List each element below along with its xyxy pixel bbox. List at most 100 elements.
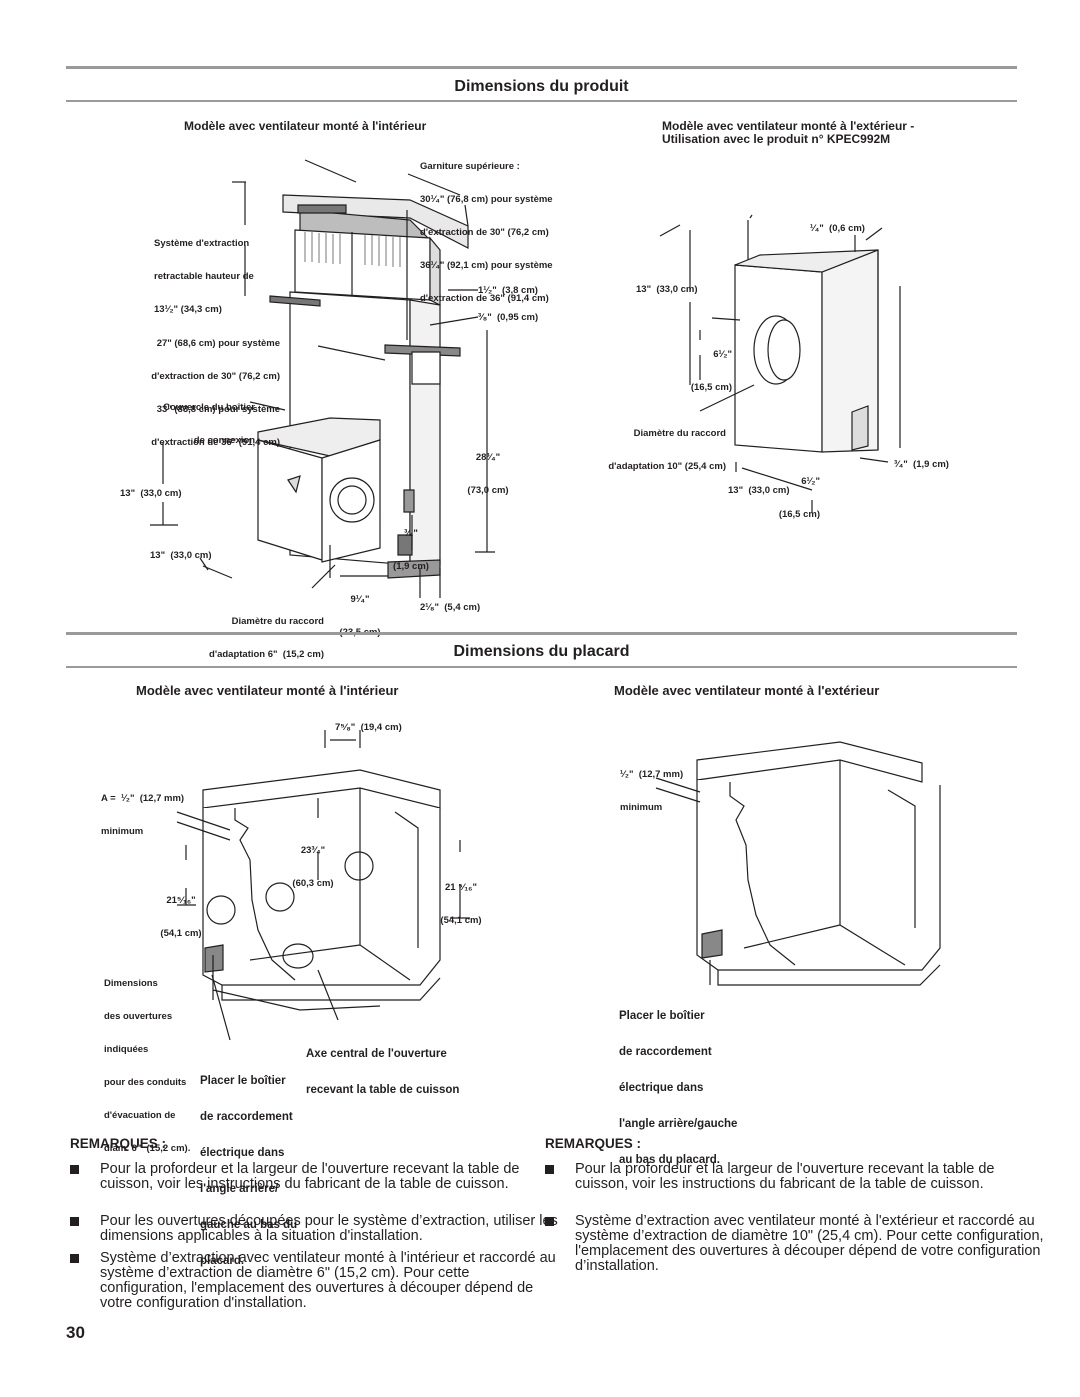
- dim-23-line-2: (60,3 cm): [292, 878, 334, 889]
- openings-line-1: Dimensions: [104, 978, 158, 989]
- dim-21-left-label: 21⁵⁄₁₆" (54,1 cm): [150, 873, 212, 950]
- h27-line-2: d'extraction de 30" (76,2 cm): [151, 371, 280, 382]
- couvercle-line-2: de connexion: [193, 435, 255, 446]
- r-min-line-2: minimum: [620, 802, 663, 813]
- left-cabinet-drawing: [177, 730, 470, 1040]
- axe-line-2: recevant la table de cuisson: [306, 1084, 460, 1096]
- placer-right-line-4: l'angle arrière/gauche: [619, 1118, 738, 1130]
- garniture-line-2: 30¹⁄₄" (76,8 cm) pour système: [420, 194, 553, 205]
- cabinet-dimensions-title: Dimensions du placard: [453, 643, 630, 660]
- dim-9-line-1: 9¹⁄₄": [350, 594, 370, 605]
- garniture-line-4: 36¹⁄₄" (92,1 cm) pour système: [420, 260, 553, 271]
- r-dim-65a-label: 6¹⁄₂" (16,5 cm): [660, 327, 732, 404]
- placer-left-line-5: gauche au bas du: [200, 1219, 298, 1231]
- placer-left-line-6: placard.: [200, 1255, 245, 1267]
- a-min-label: A = ¹⁄₂" (12,7 mm) minimum: [101, 771, 184, 848]
- bullet-square-icon: [70, 1254, 79, 1263]
- diam-6-label: Diamètre du raccord d'adaptation 6" (15,…: [160, 594, 324, 671]
- placer-right-label: Placer le boîtier de raccordement électr…: [619, 986, 737, 1178]
- openings-note-label: Dimensions des ouvertures indiquées pour…: [104, 956, 190, 1165]
- remark-right-1: Pour la profordeur et la largeur de l'ou…: [545, 1162, 1045, 1192]
- placer-right-line-5: au bas du placard.: [619, 1154, 720, 1166]
- dim-23-label: 23³⁄₄" (60,3 cm): [283, 823, 343, 900]
- r-dim-13a-label: 13" (33,0 cm): [636, 284, 698, 295]
- remark-left-2-text: Pour les ouvertures découpées pour le sy…: [100, 1213, 558, 1244]
- r-dim-65a-line-1: 6¹⁄₂": [713, 349, 732, 360]
- r-dim-65a-line-2: (16,5 cm): [690, 382, 732, 393]
- remark-right-1-text: Pour la profordeur et la largeur de l'ou…: [575, 1161, 995, 1192]
- couvercle-line-1: Couvercle du boîtier: [163, 402, 255, 413]
- diam-6-line-2: d'adaptation 6" (15,2 cm): [209, 649, 324, 660]
- dim-21-right-line-2: (54,1 cm): [440, 915, 482, 926]
- placer-right-line-3: électrique dans: [619, 1082, 704, 1094]
- openings-line-6: diam. 6" (15,2 cm).: [104, 1143, 191, 1154]
- systeme-line-2: retractable hauteur de: [154, 271, 254, 282]
- dim-21-right-line-1: 21 ⁵⁄₁₆": [444, 882, 477, 893]
- dim-28-line-2: (73,0 cm): [467, 485, 509, 496]
- product-right-heading-1: Modèle avec ventilateur monté à l'extéri…: [662, 119, 915, 133]
- placer-right-line-1: Placer le boîtier: [619, 1010, 705, 1022]
- product-dimensions-title: Dimensions du produit: [454, 78, 629, 95]
- bullet-square-icon: [70, 1217, 79, 1226]
- r-diam-10-label: Diamètre du raccord d'adaptation 10" (25…: [560, 406, 726, 483]
- cabinet-left-heading: Modèle avec ventilateur monté à l'intéri…: [136, 683, 399, 698]
- w-7-58-label: 7⁵⁄₈" (19,4 cm): [335, 722, 402, 733]
- systeme-extraction-label: Système d'extraction retractable hauteur…: [154, 216, 254, 326]
- cabinet-right-heading: Modèle avec ventilateur monté à l'extéri…: [614, 683, 880, 698]
- product-title-rule: [66, 100, 1017, 102]
- cabinet-top-rule: [66, 632, 1017, 635]
- dim-3-4-label: ³⁄₄" (1,9 cm): [386, 506, 436, 583]
- dim-28-line-1: 28³⁄₄": [475, 452, 501, 463]
- remark-left-3-text: Système d’extraction avec ventilateur mo…: [100, 1250, 556, 1311]
- dim-23-line-1: 23³⁄₄": [300, 845, 326, 856]
- r-dim-65b-line-1: 6¹⁄₂": [801, 476, 820, 487]
- remark-left-1: Pour la profordeur et la largeur de l'ou…: [70, 1162, 560, 1192]
- diam-6-line-1: Diamètre du raccord: [231, 616, 324, 627]
- garniture-line-5: d'extraction de 36" (91,4 cm): [420, 293, 549, 304]
- r-min-line-1: ¹⁄₂" (12,7 mm): [620, 769, 684, 780]
- r-dim-13b-label: 13" (33,0 cm): [728, 485, 790, 496]
- r-diam-line-2: d'adaptation 10" (25,4 cm): [608, 461, 726, 472]
- systeme-line-3: 13¹⁄₂" (34,3 cm): [154, 304, 222, 315]
- axe-line-1: Axe central de l'ouverture: [306, 1048, 447, 1060]
- remarks-left-heading: REMARQUES :: [70, 1136, 167, 1151]
- dim-3-4-line-1: ³⁄₄": [404, 528, 418, 539]
- product-left-heading: Modèle avec ventilateur monté à l'intéri…: [184, 119, 427, 133]
- downdraft-unit-drawing: [150, 160, 495, 598]
- placer-left-line-1: Placer le boîtier: [200, 1075, 286, 1087]
- h27-line-4: d'extraction de 36" (91,4 cm): [151, 437, 280, 448]
- r-min-label: ¹⁄₂" (12,7 mm) minimum: [620, 747, 683, 824]
- openings-line-5: d'évacuation de: [104, 1110, 176, 1121]
- r-diam-line-1: Diamètre du raccord: [633, 428, 726, 439]
- r-dim-65b-line-2: (16,5 cm): [778, 509, 820, 520]
- r-dim-65b-label: 6¹⁄₂" (16,5 cm): [748, 454, 820, 531]
- a-min-line-2: minimum: [101, 826, 144, 837]
- remark-left-3: Système d’extraction avec ventilateur mo…: [70, 1251, 560, 1311]
- dim-3-8-label: ³⁄₈" (0,95 cm): [478, 312, 539, 323]
- openings-line-3: indiquées: [104, 1044, 149, 1055]
- garniture-line-3: d'extraction de 30" (76,2 cm): [420, 227, 549, 238]
- dim-3-4-line-2: (1,9 cm): [393, 561, 429, 572]
- dim-21-left-line-2: (54,1 cm): [160, 928, 202, 939]
- r-dim-14-label: ¹⁄₄" (0,6 cm): [810, 223, 865, 234]
- remarks-right-heading: REMARQUES :: [545, 1136, 642, 1151]
- placer-left-line-2: de raccordement: [200, 1111, 293, 1123]
- remote-blower-drawing: [660, 215, 900, 512]
- remark-left-2: Pour les ouvertures découpées pour le sy…: [70, 1214, 560, 1244]
- placer-left-line-3: électrique dans: [200, 1147, 285, 1159]
- openings-line-4: pour des conduits: [104, 1077, 187, 1088]
- couvercle-label: Couvercle du boîtier de connexion: [120, 380, 255, 457]
- dim-28-label: 28³⁄₄" (73,0 cm): [460, 430, 516, 507]
- garniture-label: Garniture supérieure : 30¹⁄₄" (76,8 cm) …: [420, 139, 553, 315]
- dim-21-right-label: 21 ⁵⁄₁₆" (54,1 cm): [430, 860, 492, 937]
- axe-central-label: Axe central de l'ouverture recevant la t…: [306, 1024, 459, 1108]
- bullet-square-icon: [545, 1165, 554, 1174]
- bullet-square-icon: [545, 1217, 554, 1226]
- placer-left-line-4: l'angle arrière/: [200, 1183, 279, 1195]
- h27-line-3: 33" (83,8 cm) pour système: [156, 404, 280, 415]
- top-rule: [66, 66, 1017, 69]
- page-number: 30: [66, 1323, 85, 1342]
- dim-2-18-label: 2¹⁄₈" (5,4 cm): [420, 602, 481, 613]
- remark-right-2-text: Système d’extraction avec ventilateur mo…: [575, 1213, 1044, 1274]
